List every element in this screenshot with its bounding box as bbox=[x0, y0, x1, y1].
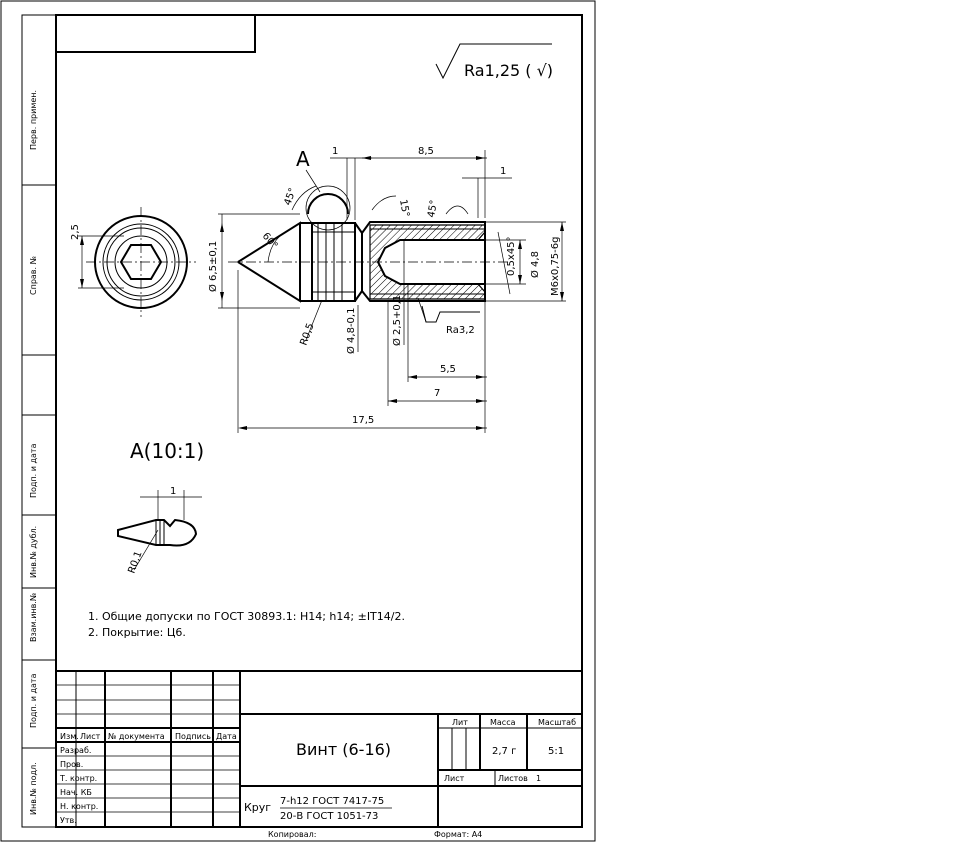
dia-2-5: Ø 2,5+0,1 bbox=[391, 295, 403, 346]
detail-dim-1: 1 bbox=[170, 486, 176, 497]
material-bottom: 20-В ГОСТ 1051-73 bbox=[280, 811, 378, 822]
dim-1-top: 1 bbox=[332, 146, 338, 157]
roughness-general-text: Ra1,25 ( √) bbox=[464, 61, 553, 80]
end-view: 2,5 bbox=[70, 207, 196, 317]
angle-15: 15° bbox=[397, 199, 411, 218]
header-date: Дата bbox=[216, 732, 237, 741]
technical-notes: 1. Общие допуски по ГОСТ 30893.1: H14; h… bbox=[88, 610, 405, 639]
dim-5-5: 5,5 bbox=[440, 364, 456, 375]
roughness-local: Ra3,2 bbox=[446, 325, 475, 336]
thread-dim: M6x0,75-6g bbox=[550, 237, 561, 297]
detail-radius: R0,1 bbox=[126, 550, 144, 575]
header-document: № документа bbox=[108, 732, 165, 741]
dim-1-right: 1 bbox=[500, 166, 506, 177]
lit-label: Лит bbox=[452, 718, 468, 727]
angle-60: 60° bbox=[260, 231, 280, 252]
side-stamp-replace-inv: Взам.инв.№ bbox=[29, 592, 38, 642]
format-label: Формат: А4 bbox=[434, 830, 482, 839]
note-1: 1. Общие допуски по ГОСТ 30893.1: H14; h… bbox=[88, 610, 405, 623]
dia-4-8-groove: Ø 4,8-0,1 bbox=[345, 308, 357, 354]
header-signature: Подпись bbox=[175, 732, 211, 741]
dim-2-5: 2,5 bbox=[70, 224, 81, 240]
side-stamp-sign-date-2: Подп. и дата bbox=[29, 673, 38, 728]
dim-17-5: 17,5 bbox=[352, 415, 374, 426]
roughness-general: Ra1,25 ( √) bbox=[435, 43, 553, 80]
view-label-a: A bbox=[296, 147, 310, 171]
role-norm-control: Н. контр. bbox=[60, 802, 98, 811]
angle-45-left: 45° bbox=[282, 187, 298, 207]
copied-label: Копировал: bbox=[268, 830, 316, 839]
dia-6-5: Ø 6,5±0,1 bbox=[207, 241, 219, 292]
detail-view-a: A(10:1) 1 R0,1 bbox=[117, 439, 204, 575]
side-stamp-reference: Справ. № bbox=[29, 255, 38, 295]
material-top: 7-h12 ГОСТ 7417-75 bbox=[280, 796, 384, 807]
side-stamp-first-use: Перв. примен. bbox=[29, 90, 38, 150]
main-view bbox=[228, 185, 510, 303]
sheets-value: 1 bbox=[536, 774, 541, 783]
dim-8-5: 8,5 bbox=[418, 146, 434, 157]
role-head: Нач. КБ bbox=[60, 788, 92, 797]
angle-45-right: 45° bbox=[426, 199, 440, 218]
header-sheet: Лист bbox=[80, 732, 101, 741]
part-name: Винт (6-16) bbox=[296, 740, 391, 759]
detail-label: A(10:1) bbox=[130, 439, 204, 463]
sheet-label: Лист bbox=[444, 774, 465, 783]
scale-label: Масштаб bbox=[538, 718, 576, 727]
role-tech-control: Т. контр. bbox=[59, 774, 97, 783]
side-stamps: Перв. примен. Справ. № Подп. и дата Инв.… bbox=[29, 90, 38, 815]
role-approver: Утв. bbox=[60, 816, 77, 825]
mass-label: Масса bbox=[490, 718, 516, 727]
material-prefix: Круг bbox=[244, 801, 271, 814]
side-stamp-dup-inv: Инв.№ дубл. bbox=[29, 526, 38, 578]
title-block: Изм. Лист № документа Подпись Дата Разра… bbox=[56, 670, 582, 839]
note-2: 2. Покрытие: Ц6. bbox=[88, 626, 186, 639]
role-checker: Пров. bbox=[60, 760, 83, 769]
side-stamp-sign-date-1: Подп. и дата bbox=[29, 443, 38, 498]
drawing-frame bbox=[0, 0, 596, 842]
role-developer: Разраб. bbox=[60, 746, 91, 755]
dia-4-8-bore: Ø 4,8 bbox=[529, 251, 541, 278]
header-change: Изм. bbox=[60, 732, 79, 741]
mass-value: 2,7 г bbox=[492, 746, 516, 757]
dim-7: 7 bbox=[434, 388, 440, 399]
radius-0-5: R0,5 bbox=[298, 322, 316, 347]
side-stamp-orig-inv: Инв.№ подл. bbox=[29, 762, 38, 815]
chamfer-dim: 0,5x45° bbox=[506, 236, 517, 276]
sheets-label: Листов bbox=[498, 774, 528, 783]
scale-value: 5:1 bbox=[548, 746, 564, 757]
